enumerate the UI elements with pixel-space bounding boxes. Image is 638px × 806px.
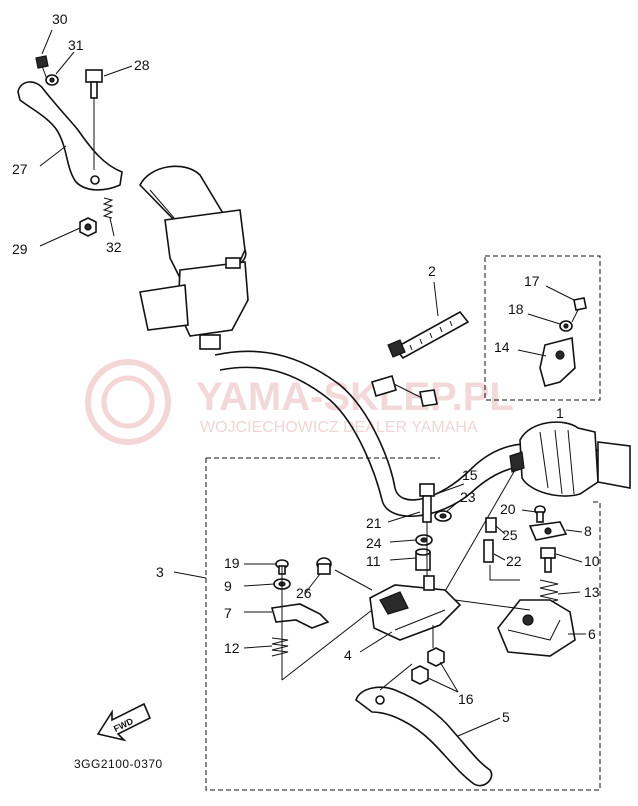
- watermark-logo: [85, 359, 171, 445]
- callout-29: 29: [12, 241, 28, 257]
- callout-21: 21: [366, 515, 382, 531]
- left-lever-holder: [139, 209, 249, 350]
- callout-24: 24: [366, 535, 382, 551]
- holder-link: [454, 599, 531, 611]
- part-16-nuts: [411, 647, 445, 685]
- part-17-screw: [571, 297, 587, 323]
- callout-13: 13: [584, 584, 600, 600]
- part-22-pin: [483, 539, 494, 563]
- part-6-bracket: [497, 599, 576, 657]
- part-32-spring: [102, 197, 114, 219]
- callout-9: 9: [224, 578, 232, 594]
- callout-1: 1: [556, 405, 564, 421]
- part-20-screw: [534, 505, 546, 523]
- callout-4: 4: [344, 647, 352, 663]
- callout-17: 17: [524, 273, 540, 289]
- part-2-strap: [387, 310, 470, 360]
- part-29-nut: [79, 217, 97, 237]
- callout-2: 2: [428, 263, 436, 279]
- assembly-frame-14: [484, 255, 601, 401]
- callout-leaders: [39, 29, 586, 737]
- callout-18: 18: [508, 301, 524, 317]
- callout-31: 31: [68, 37, 84, 53]
- watermark: YAMA-SKLEP.PL WOJCIECHOWICZ DEALER YAMAH…: [85, 359, 514, 445]
- switch-leader: [439, 469, 516, 601]
- callout-25: 25: [502, 527, 518, 543]
- part-25-bushing: [485, 517, 497, 533]
- callout-32: 32: [106, 239, 122, 255]
- watermark-logo-ring: [101, 375, 155, 429]
- part-8-plate: [528, 521, 568, 541]
- part-15-bolt: [419, 483, 435, 523]
- callout-22: 22: [506, 553, 522, 569]
- callout-8: 8: [584, 523, 592, 539]
- part-1-switch: [509, 421, 599, 497]
- part-24-washer: [415, 534, 433, 546]
- part-12-spring: [271, 637, 289, 657]
- fwd-arrow-icon: FWD: [96, 702, 152, 742]
- callout-12: 12: [224, 640, 240, 656]
- leader-22: [489, 565, 520, 581]
- leader-5-holder: [379, 663, 413, 691]
- callout-16: 16: [458, 691, 474, 707]
- part-10-plunger: [540, 547, 556, 573]
- callout-5: 5: [502, 709, 510, 725]
- cable-plug: [371, 375, 438, 407]
- callout-10: 10: [584, 553, 600, 569]
- leader-7-holder: [281, 609, 373, 681]
- callout-6: 6: [588, 626, 596, 642]
- part-31-washer: [45, 74, 59, 86]
- watermark-brand: YAMA-SKLEP.PL: [196, 375, 514, 419]
- part-5-lever: [355, 686, 493, 787]
- right-grip: [597, 441, 631, 489]
- assembly-frame-3: [205, 458, 601, 791]
- callout-7: 7: [224, 605, 232, 621]
- handlebar: [214, 350, 631, 517]
- callout-labels: 30 31 28 27 29 32 2 17 18 14 1 15 23 21 …: [12, 11, 600, 725]
- part-18-washer: [559, 320, 573, 332]
- part-27-lever: [17, 81, 123, 191]
- part-7-switch: [270, 603, 330, 629]
- callout-20: 20: [500, 501, 516, 517]
- callout-15: 15: [462, 467, 478, 483]
- callout-23: 23: [460, 489, 476, 505]
- callout-3: 3: [156, 564, 164, 580]
- part-11-collar: [415, 548, 431, 571]
- diagram-code: 3GG2100-0370: [74, 757, 163, 771]
- callout-27: 27: [12, 161, 28, 177]
- part-26-cap: [316, 557, 332, 575]
- watermark-sub: WOJCIECHOWICZ DEALER YAMAHA: [200, 419, 478, 436]
- callout-19: 19: [224, 555, 240, 571]
- callout-26: 26: [296, 585, 312, 601]
- part-23-washer: [434, 510, 452, 522]
- callout-14: 14: [494, 339, 510, 355]
- callout-30: 30: [52, 11, 68, 27]
- part-14-clamp: [539, 336, 576, 387]
- callout-11: 11: [366, 553, 381, 569]
- part-4-holder: [369, 575, 462, 641]
- callout-28: 28: [134, 57, 150, 73]
- leader-26: [334, 569, 373, 591]
- part-28-bolt: [85, 69, 103, 99]
